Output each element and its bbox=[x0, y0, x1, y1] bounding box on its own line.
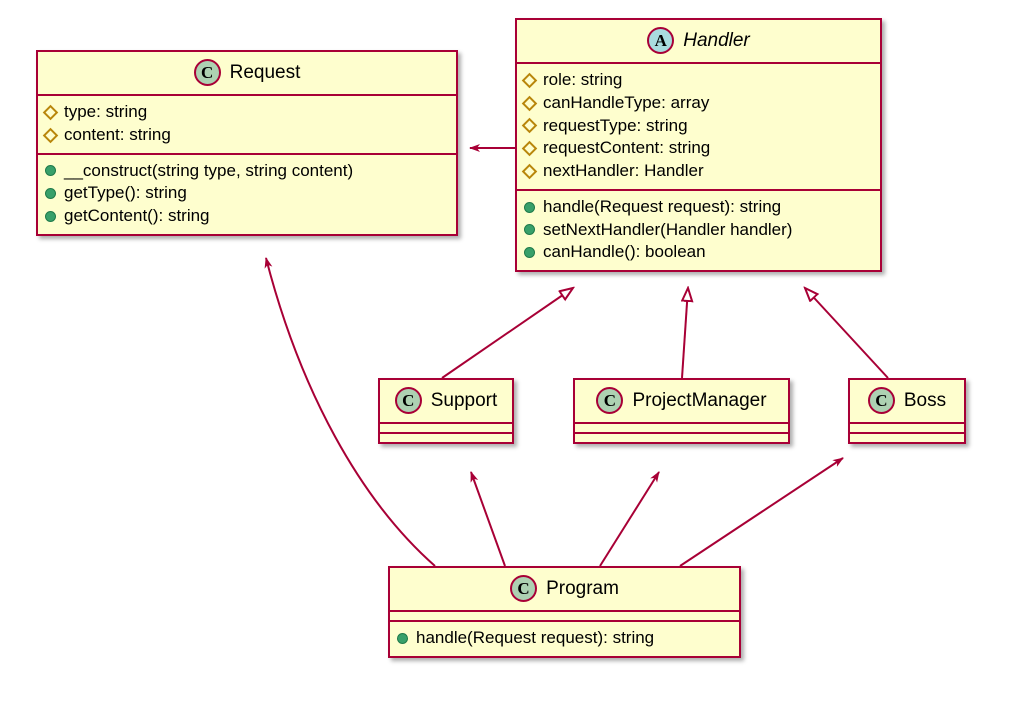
class-header-projectmanager: C ProjectManager bbox=[575, 380, 788, 424]
edge-program-to-support bbox=[470, 471, 506, 567]
class-name-support: Support bbox=[430, 390, 498, 411]
class-box-handler[interactable]: A Handler role: string canHandleType: ar… bbox=[515, 18, 882, 273]
class-box-program[interactable]: C Program handle(Request request): strin… bbox=[388, 566, 741, 658]
edge-program-to-projectmanager bbox=[599, 471, 660, 567]
attribute-diamond-icon bbox=[42, 127, 59, 143]
class-header-support: C Support bbox=[380, 380, 512, 424]
class-header-boss: C Boss bbox=[850, 380, 964, 424]
attribute-row: role: string bbox=[521, 69, 873, 92]
edge-program-to-boss bbox=[679, 457, 844, 567]
attribute-row: canHandleType: array bbox=[521, 92, 873, 115]
class-header-request: C Request bbox=[38, 52, 456, 96]
class-box-boss[interactable]: C Boss bbox=[848, 378, 966, 444]
method-row: __construct(string type, string content) bbox=[45, 160, 449, 183]
attributes-compartment-request: type: string content: string bbox=[38, 96, 456, 155]
method-row: handle(Request request): string bbox=[397, 627, 732, 650]
attribute-diamond-icon bbox=[521, 118, 538, 134]
methods-compartment-program: handle(Request request): string bbox=[390, 622, 739, 656]
attribute-diamond-icon bbox=[521, 163, 538, 180]
methods-compartment-support bbox=[380, 434, 512, 442]
class-stereotype-icon: C bbox=[193, 59, 221, 86]
class-name-request: Request bbox=[229, 62, 301, 83]
methods-compartment-request: __construct(string type, string content)… bbox=[38, 155, 456, 234]
attribute-label: role: string bbox=[543, 70, 623, 89]
class-name-boss: Boss bbox=[903, 390, 947, 411]
class-name-handler: Handler bbox=[683, 30, 750, 51]
method-circle-icon bbox=[45, 188, 56, 200]
attribute-row: requestContent: string bbox=[521, 137, 873, 160]
attribute-row: nextHandler: Handler bbox=[521, 160, 873, 183]
method-label: canHandle(): boolean bbox=[543, 242, 706, 262]
attribute-row: type: string bbox=[42, 101, 449, 124]
method-circle-icon bbox=[45, 165, 56, 177]
attribute-label: nextHandler: Handler bbox=[543, 161, 704, 181]
edge-projectmanager-to-handler bbox=[681, 288, 688, 379]
attribute-diamond-icon bbox=[521, 72, 538, 89]
method-label: setNextHandler(Handler handler) bbox=[543, 219, 793, 239]
attribute-diamond-icon bbox=[42, 104, 59, 121]
attributes-compartment-program bbox=[390, 612, 739, 622]
method-row: canHandle(): boolean bbox=[524, 241, 873, 264]
class-box-projectmanager[interactable]: C ProjectManager bbox=[573, 378, 790, 444]
method-row: setNextHandler(Handler handler) bbox=[524, 219, 873, 242]
method-circle-icon bbox=[524, 224, 535, 236]
attribute-label: type: string bbox=[64, 102, 148, 121]
attribute-label: requestType: string bbox=[543, 115, 688, 135]
class-header-handler: A Handler bbox=[517, 20, 880, 64]
attribute-row: content: string bbox=[42, 124, 449, 147]
class-name-program: Program bbox=[546, 578, 619, 599]
methods-compartment-projectmanager bbox=[575, 434, 788, 442]
attributes-compartment-projectmanager bbox=[575, 424, 788, 434]
class-stereotype-icon: C bbox=[596, 387, 624, 414]
edge-boss-to-handler bbox=[805, 288, 889, 379]
method-label: __construct(string type, string content) bbox=[64, 160, 354, 180]
attributes-compartment-support bbox=[380, 424, 512, 434]
attribute-label: content: string bbox=[64, 124, 171, 144]
method-row: handle(Request request): string bbox=[524, 196, 873, 219]
edge-support-to-handler bbox=[441, 288, 573, 379]
method-circle-icon bbox=[397, 632, 408, 644]
method-row: getContent(): string bbox=[45, 205, 449, 228]
class-name-projectmanager: ProjectManager bbox=[632, 390, 767, 411]
method-circle-icon bbox=[45, 210, 56, 222]
method-circle-icon bbox=[524, 201, 535, 213]
attribute-label: requestContent: string bbox=[543, 138, 711, 158]
abstract-stereotype-icon: A bbox=[647, 27, 675, 54]
class-header-program: C Program bbox=[390, 568, 739, 612]
class-stereotype-icon: C bbox=[867, 387, 895, 414]
class-stereotype-icon: C bbox=[510, 575, 538, 602]
attribute-diamond-icon bbox=[521, 140, 538, 157]
methods-compartment-handler: handle(Request request): string setNextH… bbox=[517, 191, 880, 270]
attribute-diamond-icon bbox=[521, 95, 538, 111]
class-box-support[interactable]: C Support bbox=[378, 378, 514, 444]
class-stereotype-icon: C bbox=[394, 387, 422, 414]
attributes-compartment-handler: role: string canHandleType: array reques… bbox=[517, 64, 880, 191]
attribute-label: canHandleType: array bbox=[543, 92, 710, 112]
method-row: getType(): string bbox=[45, 182, 449, 205]
attribute-row: requestType: string bbox=[521, 115, 873, 138]
method-circle-icon bbox=[524, 247, 535, 259]
method-label: getType(): string bbox=[64, 183, 187, 203]
method-label: getContent(): string bbox=[64, 206, 210, 226]
methods-compartment-boss bbox=[850, 434, 964, 442]
method-label: handle(Request request): string bbox=[543, 196, 782, 216]
class-box-request[interactable]: C Request type: string content: string _… bbox=[36, 50, 458, 236]
method-label: handle(Request request): string bbox=[416, 628, 655, 647]
attributes-compartment-boss bbox=[850, 424, 964, 434]
